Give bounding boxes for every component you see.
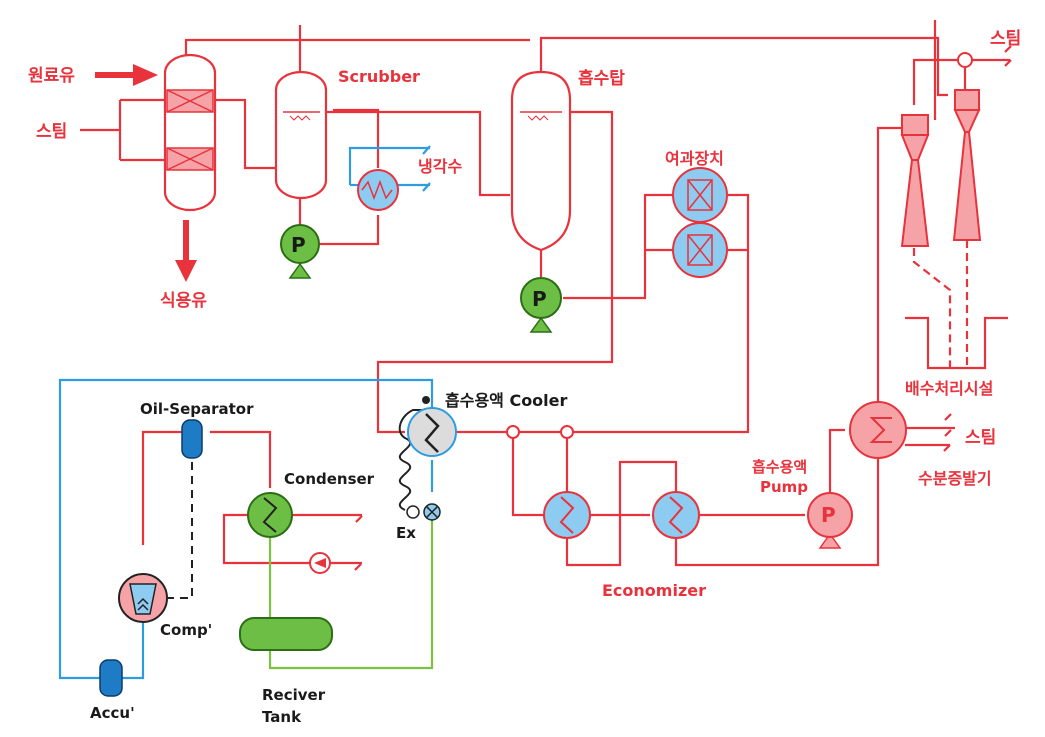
- oil-separator: [181, 419, 203, 459]
- scrubber-vessel: [274, 70, 328, 200]
- water-pump-icon: [309, 552, 331, 574]
- compressor: [118, 573, 168, 623]
- compressor-label: Comp': [160, 621, 212, 639]
- condenser-label: Condenser: [284, 470, 375, 488]
- liquid-piping: [268, 516, 434, 670]
- evaporator-label: 수분증발기: [918, 469, 992, 488]
- filter-unit-label: 여과장치: [665, 149, 724, 168]
- receiver-label-2: Tank: [262, 708, 302, 726]
- steam-evap-label: 스팀: [965, 428, 996, 448]
- accumulator-label: Accu': [90, 704, 135, 722]
- line-junctions: [506, 425, 574, 439]
- signal-lines: [168, 240, 969, 599]
- wastewater-label: 배수처리시설: [905, 379, 993, 398]
- scrubber-pump-letter: P: [291, 233, 306, 257]
- absorbent-cooler-label: 흡수용액 Cooler: [445, 391, 568, 410]
- absorption-tower-label: 흡수탑: [578, 68, 625, 89]
- cooling-water-label: 냉각수: [418, 157, 462, 176]
- steam-left-label: 스팀: [36, 122, 67, 142]
- evaporator: [849, 401, 907, 459]
- pump-letter: P: [821, 503, 836, 527]
- receiver-tank: [239, 617, 333, 651]
- expansion-label: Ex: [396, 524, 416, 542]
- economizer-label: Economizer: [602, 581, 706, 600]
- feed-oil-label: 원료유: [28, 66, 75, 86]
- absorption-tower: [510, 70, 572, 252]
- absorbent-pump: [807, 492, 853, 549]
- scrubber-cooler: [357, 169, 399, 211]
- steam-ejectors: [900, 52, 982, 247]
- process-piping: [80, 20, 1012, 571]
- oil-separator-label: Oil-Separator: [140, 400, 254, 418]
- accumulator: [99, 659, 123, 697]
- wastewater-basin: [905, 316, 1008, 370]
- edible-oil-label: 식용유: [160, 291, 207, 311]
- economizer-exchangers: [543, 491, 700, 539]
- deodorizer-tower: [163, 53, 217, 212]
- absorbent-cooler: [407, 407, 457, 457]
- scrubber-label: Scrubber: [338, 67, 420, 86]
- expansion-valve: [406, 503, 441, 521]
- scrubber-pump: [280, 224, 320, 279]
- refrigerant-piping: [58, 145, 434, 680]
- receiver-label-1: Reciver: [262, 686, 326, 704]
- absorbent-pump-label-2: Pump: [760, 478, 808, 496]
- filter-unit: [672, 167, 728, 278]
- absorbent-pump-label-1: 흡수용액: [752, 458, 807, 476]
- absorption-pump-letter: P: [532, 287, 547, 311]
- absorption-pump: [520, 277, 562, 333]
- condenser: [247, 492, 293, 538]
- steam-top-right-label: 스팀: [990, 29, 1021, 49]
